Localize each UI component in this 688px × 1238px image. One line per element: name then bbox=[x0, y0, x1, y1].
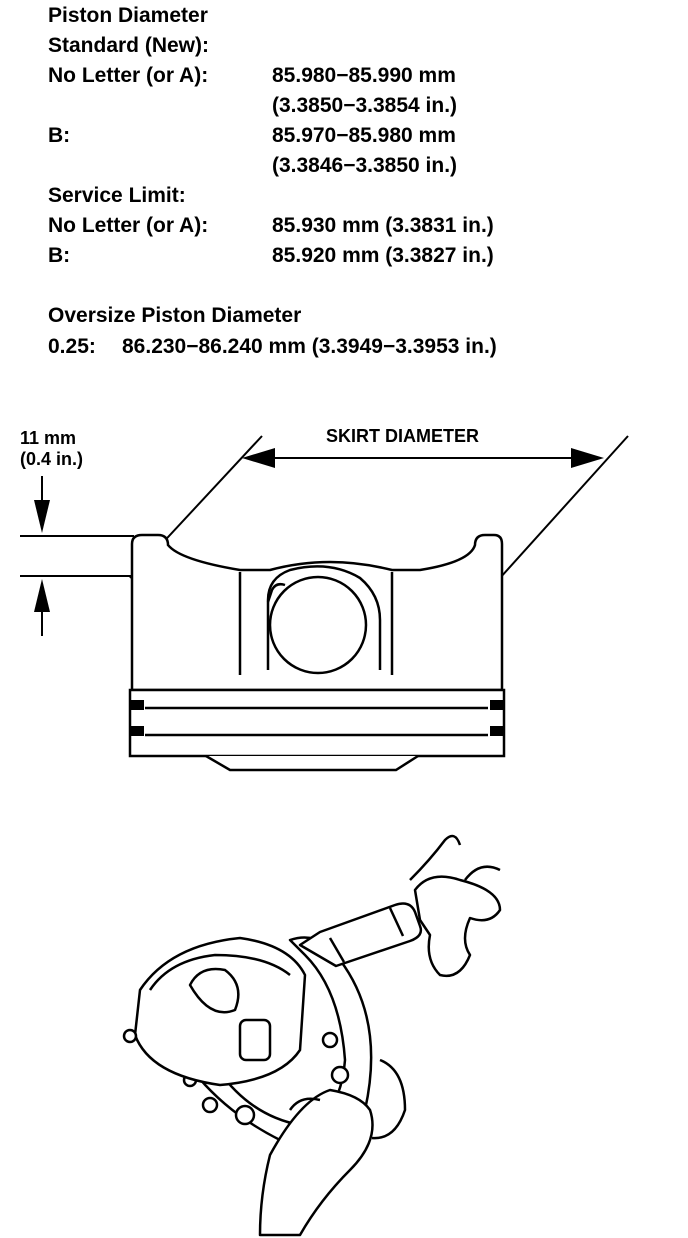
right-hand bbox=[413, 875, 502, 978]
micrometer-spindle bbox=[298, 902, 423, 968]
oversize-value: 86.230−86.240 mm (3.3949−3.3953 in.) bbox=[122, 335, 497, 358]
left-hand bbox=[258, 1088, 374, 1237]
standard-b-mm: 85.970−85.980 mm bbox=[272, 124, 456, 147]
standard-b-inch: (3.3846−3.3850 in.) bbox=[272, 154, 458, 177]
oversize-size: 0.25: bbox=[48, 335, 96, 358]
service-limit-heading: Service Limit: bbox=[48, 184, 186, 207]
service-a-label: No Letter (or A): bbox=[48, 214, 209, 237]
standard-b-label: B: bbox=[48, 124, 71, 147]
arrow-right-icon bbox=[571, 448, 604, 468]
piston-body bbox=[130, 533, 504, 692]
measure-in-label: (0.4 in.) bbox=[20, 449, 84, 469]
piston-diagram bbox=[20, 435, 629, 772]
standard-heading: Standard (New): bbox=[48, 34, 210, 57]
standard-a-mm: 85.980−85.990 mm bbox=[272, 64, 456, 87]
service-b-label: B: bbox=[48, 244, 71, 267]
service-a-value: 85.930 mm (3.3831 in.) bbox=[272, 214, 494, 237]
measure-mm-label: 11 mm bbox=[20, 428, 77, 448]
arrow-up-icon bbox=[34, 579, 50, 612]
skirt-diameter-label: SKIRT DIAMETER bbox=[326, 426, 479, 446]
arrow-left-icon bbox=[242, 448, 275, 468]
oversize-title: Oversize Piston Diameter bbox=[48, 304, 302, 327]
measure-lines bbox=[20, 476, 134, 636]
arrow-down-icon bbox=[34, 500, 50, 533]
service-b-value: 85.920 mm (3.3827 in.) bbox=[272, 244, 494, 267]
piston-diameter-title: Piston Diameter bbox=[48, 4, 208, 27]
ring-section bbox=[128, 688, 506, 772]
standard-a-label: No Letter (or A): bbox=[48, 64, 209, 87]
standard-a-inch: (3.3850−3.3854 in.) bbox=[272, 94, 458, 117]
